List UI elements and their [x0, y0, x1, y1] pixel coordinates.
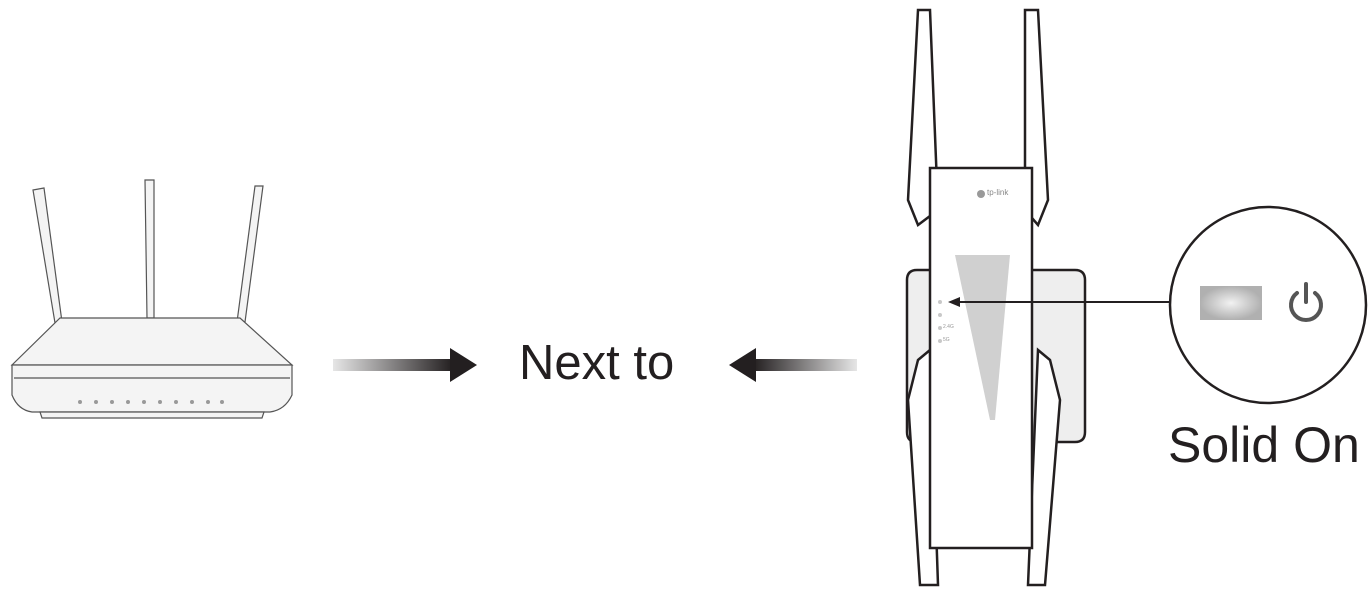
range-extender-illustration	[905, 8, 1087, 587]
led-pointer	[948, 297, 1170, 307]
right-arrow-icon	[333, 348, 477, 382]
power-led-solid-on	[1200, 286, 1262, 320]
next-to-label: Next to	[519, 336, 675, 390]
led-label-2g: 2.4G	[943, 324, 954, 330]
led-label-5g: 5G	[943, 337, 950, 343]
power-icon	[1289, 282, 1323, 322]
solid-on-label: Solid On	[1168, 417, 1360, 473]
tp-link-logo	[977, 190, 985, 198]
extender-brand: tp-link	[987, 188, 1009, 197]
led-zoom-callout	[1168, 205, 1368, 405]
router-illustration	[10, 179, 294, 419]
left-arrow-icon	[729, 348, 857, 382]
